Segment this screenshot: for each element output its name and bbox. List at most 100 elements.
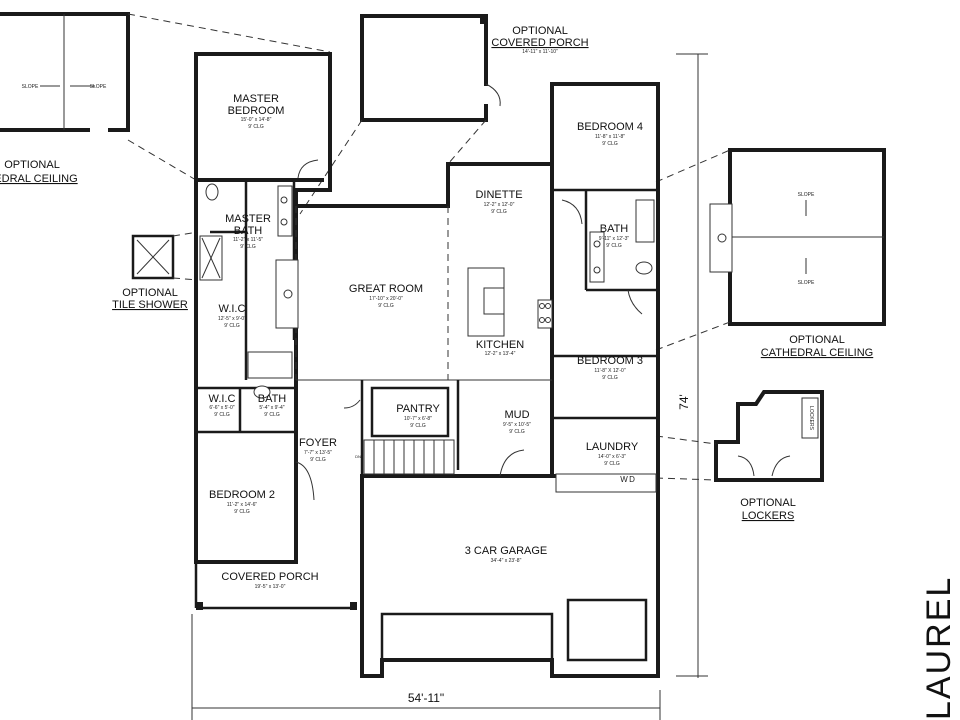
svg-text:BEDROOM 4: BEDROOM 4 xyxy=(577,121,643,133)
svg-text:9' CLG: 9' CLG xyxy=(310,457,326,463)
svg-text:12'-2" x 12'-0": 12'-2" x 12'-0" xyxy=(484,202,515,208)
svg-text:MASTER: MASTER xyxy=(225,213,271,225)
svg-text:9' CLG: 9' CLG xyxy=(224,323,240,329)
room-garage: 3 CAR GARAGE 34'-4" x 23'-8" xyxy=(465,545,548,564)
svg-text:MUD: MUD xyxy=(504,409,529,421)
label-optional-cathedral-ceiling-left: OPTIONAL HEDRAL CEILING xyxy=(0,159,78,185)
optional-tile-shower-inset xyxy=(131,231,199,281)
svg-text:11'-8" X 12'-0": 11'-8" X 12'-0" xyxy=(594,368,625,374)
overall-width-dimension: 54'-11" xyxy=(408,691,444,705)
room-master-bath: MASTER BATH 11'-2" x 11'-5" 9' CLG xyxy=(225,213,271,250)
svg-text:BATH: BATH xyxy=(234,225,263,237)
svg-text:SLOPE: SLOPE xyxy=(798,192,815,198)
room-bedroom-4: BEDROOM 4 11'-8" x 11'-8" 9' CLG xyxy=(577,121,643,147)
dimensions xyxy=(191,53,708,720)
svg-text:CATHEDRAL CEILING: CATHEDRAL CEILING xyxy=(761,347,873,359)
label-optional-covered-porch: OPTIONAL COVERED PORCH 14'-11" x 11'-10" xyxy=(491,25,588,55)
room-master-bedroom: MASTER BEDROOM 15'-0" x 14'-8" 9' CLG xyxy=(228,93,285,130)
svg-text:11'-2" x 14'-6": 11'-2" x 14'-6" xyxy=(227,502,258,508)
svg-text:9' CLG: 9' CLG xyxy=(509,429,525,435)
svg-text:FOYER: FOYER xyxy=(299,437,337,449)
svg-text:SLOPE: SLOPE xyxy=(90,84,107,90)
svg-text:BEDROOM 2: BEDROOM 2 xyxy=(209,489,275,501)
svg-text:SLOPE: SLOPE xyxy=(22,84,39,90)
svg-text:12'-5" x 9'-0": 12'-5" x 9'-0" xyxy=(218,316,246,322)
label-optional-lockers: OPTIONAL LOCKERS LOCKERS xyxy=(740,406,814,522)
svg-text:W.I.C: W.I.C xyxy=(209,393,236,405)
svg-text:LOCKERS: LOCKERS xyxy=(742,510,795,522)
stairs-down-label: DN xyxy=(355,454,361,459)
svg-text:HEDRAL CEILING: HEDRAL CEILING xyxy=(0,173,78,185)
room-wic-2: W.I.C 6'-6" x 5'-0" 9' CLG xyxy=(209,393,236,418)
svg-text:DINETTE: DINETTE xyxy=(475,189,522,201)
room-bath-3: BATH 9'-11" x 12'-3" 9' CLG xyxy=(599,223,630,249)
room-foyer: FOYER 7'-7" x 13'-5" 9' CLG xyxy=(299,437,337,463)
overall-depth-dimension: 74' xyxy=(677,394,691,410)
svg-text:LAUNDRY: LAUNDRY xyxy=(586,441,639,453)
room-covered-porch: COVERED PORCH 19'-5" x 13'-0" xyxy=(221,571,318,590)
plan-name-title: LAUREL xyxy=(920,576,958,720)
svg-text:OPTIONAL: OPTIONAL xyxy=(512,25,568,37)
room-pantry: PANTRY 10'-7" x 6'-8" 9' CLG xyxy=(396,403,440,429)
svg-text:9' CLG: 9' CLG xyxy=(604,461,620,467)
svg-text:9' CLG: 9' CLG xyxy=(491,209,507,215)
svg-text:9' CLG: 9' CLG xyxy=(602,141,618,147)
svg-text:W.I.C: W.I.C xyxy=(219,303,246,315)
room-wic-master: W.I.C 12'-5" x 9'-0" 9' CLG xyxy=(218,303,246,329)
svg-text:14'-0" x 6'-3": 14'-0" x 6'-3" xyxy=(598,454,626,460)
svg-text:9' CLG: 9' CLG xyxy=(248,124,264,130)
svg-text:11'-2" x 11'-5": 11'-2" x 11'-5" xyxy=(233,237,263,243)
svg-text:COVERED PORCH: COVERED PORCH xyxy=(221,571,318,583)
svg-text:BATH: BATH xyxy=(258,393,287,405)
svg-text:9' CLG: 9' CLG xyxy=(602,375,618,381)
svg-text:9' CLG: 9' CLG xyxy=(214,412,230,418)
svg-text:MASTER: MASTER xyxy=(233,93,279,105)
svg-text:34'-4" x 23'-8": 34'-4" x 23'-8" xyxy=(491,558,522,564)
svg-text:OPTIONAL: OPTIONAL xyxy=(122,287,178,299)
svg-text:LOCKERS: LOCKERS xyxy=(808,406,814,431)
svg-text:W: W xyxy=(620,475,628,484)
room-mud: MUD 9'-5" x 10'-5" 9' CLG xyxy=(503,409,531,435)
svg-text:3 CAR GARAGE: 3 CAR GARAGE xyxy=(465,545,548,557)
room-great-room: GREAT ROOM 17'-10" x 20'-0" 9' CLG xyxy=(349,283,423,309)
svg-text:14'-11" x 11'-10": 14'-11" x 11'-10" xyxy=(522,49,558,55)
svg-text:17'-10" x 20'-0": 17'-10" x 20'-0" xyxy=(369,296,403,302)
svg-text:OPTIONAL: OPTIONAL xyxy=(4,159,60,171)
svg-text:15'-0" x 14'-8": 15'-0" x 14'-8" xyxy=(241,117,272,123)
room-bath-2: BATH 5'-4" x 9'-4" 9' CLG xyxy=(258,393,287,418)
svg-text:BEDROOM: BEDROOM xyxy=(228,105,285,117)
svg-text:OPTIONAL: OPTIONAL xyxy=(789,334,845,346)
svg-text:5'-4" x 9'-4": 5'-4" x 9'-4" xyxy=(259,405,284,411)
svg-text:12'-2" x 13'-4": 12'-2" x 13'-4" xyxy=(485,351,516,357)
svg-text:9' CLG: 9' CLG xyxy=(264,412,280,418)
svg-text:9'-5" x 10'-5": 9'-5" x 10'-5" xyxy=(503,422,531,428)
svg-text:9' CLG: 9' CLG xyxy=(378,303,394,309)
svg-text:D: D xyxy=(629,475,635,484)
optional-lockers-inset xyxy=(655,390,824,482)
room-kitchen: KITCHEN 12'-2" x 13'-4" xyxy=(476,339,524,357)
svg-text:9' CLG: 9' CLG xyxy=(606,243,622,249)
svg-text:BATH: BATH xyxy=(600,223,629,235)
svg-text:OPTIONAL: OPTIONAL xyxy=(740,497,796,509)
optional-cathedral-ceiling-left-inset: SLOPE SLOPE xyxy=(0,12,331,181)
svg-text:9' CLG: 9' CLG xyxy=(234,509,250,515)
svg-text:10'-7" x 6'-8": 10'-7" x 6'-8" xyxy=(404,416,432,422)
svg-text:9' CLG: 9' CLG xyxy=(240,244,256,250)
svg-text:6'-6" x 5'-0": 6'-6" x 5'-0" xyxy=(209,405,234,411)
fixtures xyxy=(199,159,657,662)
svg-text:19'-5" x 13'-0": 19'-5" x 13'-0" xyxy=(255,584,286,590)
svg-text:GREAT ROOM: GREAT ROOM xyxy=(349,283,423,295)
svg-text:9'-11" x 12'-3": 9'-11" x 12'-3" xyxy=(599,236,630,242)
room-bedroom-2: BEDROOM 2 11'-2" x 14'-6" 9' CLG xyxy=(209,489,275,515)
svg-text:11'-8" x 11'-8": 11'-8" x 11'-8" xyxy=(595,134,625,140)
svg-text:TILE SHOWER: TILE SHOWER xyxy=(112,299,188,311)
svg-text:SLOPE: SLOPE xyxy=(798,280,815,286)
svg-text:7'-7" x 13'-5": 7'-7" x 13'-5" xyxy=(304,450,332,456)
label-optional-cathedral-ceiling-right: OPTIONAL CATHEDRAL CEILING xyxy=(761,334,873,359)
svg-text:BEDROOM 3: BEDROOM 3 xyxy=(577,355,643,367)
svg-text:COVERED PORCH: COVERED PORCH xyxy=(491,37,588,49)
label-optional-tile-shower: OPTIONAL TILE SHOWER xyxy=(112,287,188,311)
room-dinette: DINETTE 12'-2" x 12'-0" 9' CLG xyxy=(475,189,522,215)
optional-cathedral-ceiling-right-inset xyxy=(655,148,886,351)
